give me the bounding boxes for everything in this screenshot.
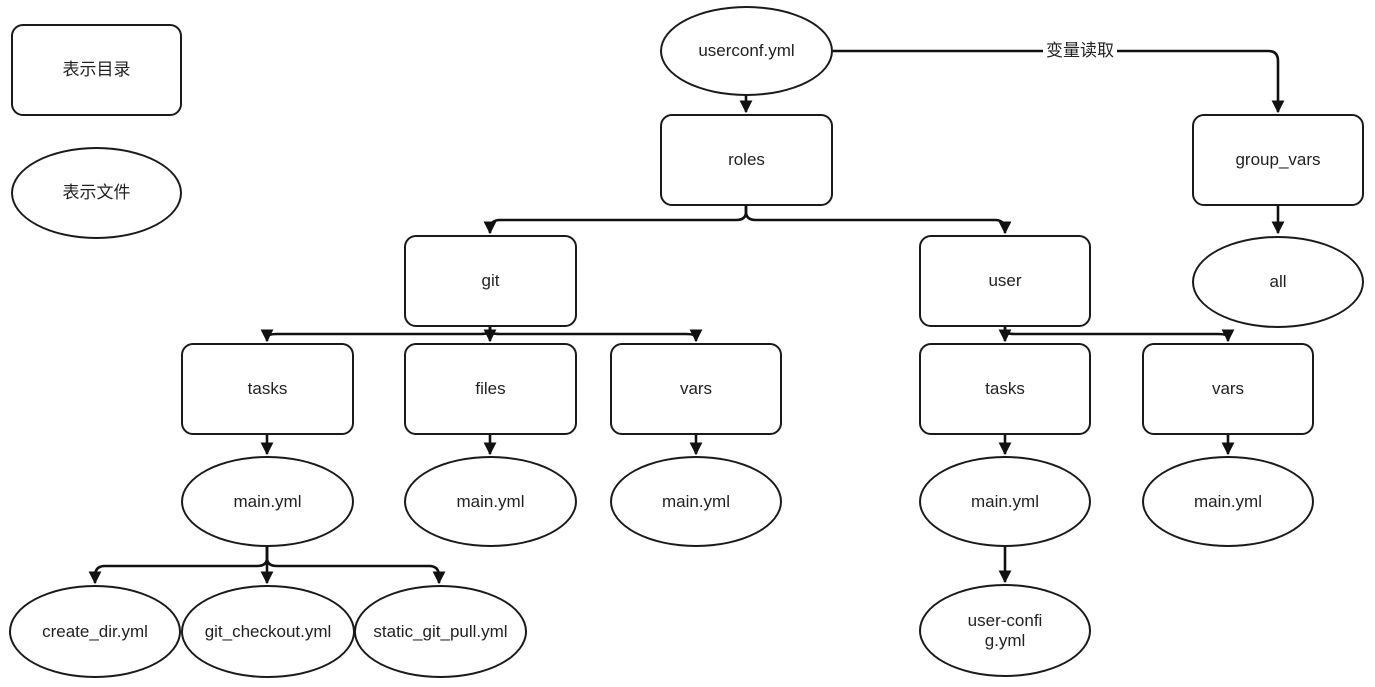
node-userconf-yml: userconf.yml — [660, 6, 833, 96]
legend-directory-label: 表示目录 — [62, 60, 131, 80]
node-user-vars: vars — [1142, 343, 1314, 435]
edge-main-static-git-pull — [265, 546, 446, 585]
legend-file-label: 表示文件 — [62, 183, 131, 203]
node-user-tasks-main-yml: main.yml — [919, 456, 1091, 547]
node-user: user — [919, 235, 1091, 327]
edge-git-tasks — [260, 326, 492, 343]
node-create-dir-yml: create_dir.yml — [9, 585, 181, 678]
node-git-files-main-yml: main.yml — [404, 456, 577, 547]
edge-user-vars — [1003, 326, 1235, 343]
legend-directory: 表示目录 — [11, 24, 182, 116]
node-git-files: files — [404, 343, 577, 435]
node-all: all — [1192, 236, 1364, 328]
node-user-config-yml: user-config.yml — [919, 584, 1091, 677]
edge-main-create-dir — [88, 546, 269, 585]
node-git-tasks: tasks — [181, 343, 354, 435]
node-group-vars: group_vars — [1192, 114, 1364, 206]
node-user-tasks: tasks — [919, 343, 1091, 435]
edge-userconf-group-vars — [833, 49, 1285, 114]
node-static-git-pull-yml: static_git_pull.yml — [354, 585, 527, 678]
edge-label-var-read: 变量读取 — [1043, 40, 1117, 62]
node-git: git — [404, 235, 577, 327]
node-git-vars-main-yml: main.yml — [610, 456, 782, 547]
edge-roles-user — [744, 205, 1012, 235]
legend-file: 表示文件 — [11, 147, 182, 239]
node-user-vars-main-yml: main.yml — [1142, 456, 1314, 547]
node-roles: roles — [660, 114, 833, 206]
edge-roles-git — [483, 205, 748, 235]
node-git-vars: vars — [610, 343, 782, 435]
edge-git-vars — [488, 326, 703, 343]
node-git-tasks-main-yml: main.yml — [181, 456, 354, 547]
node-git-checkout-yml: git_checkout.yml — [181, 585, 355, 678]
